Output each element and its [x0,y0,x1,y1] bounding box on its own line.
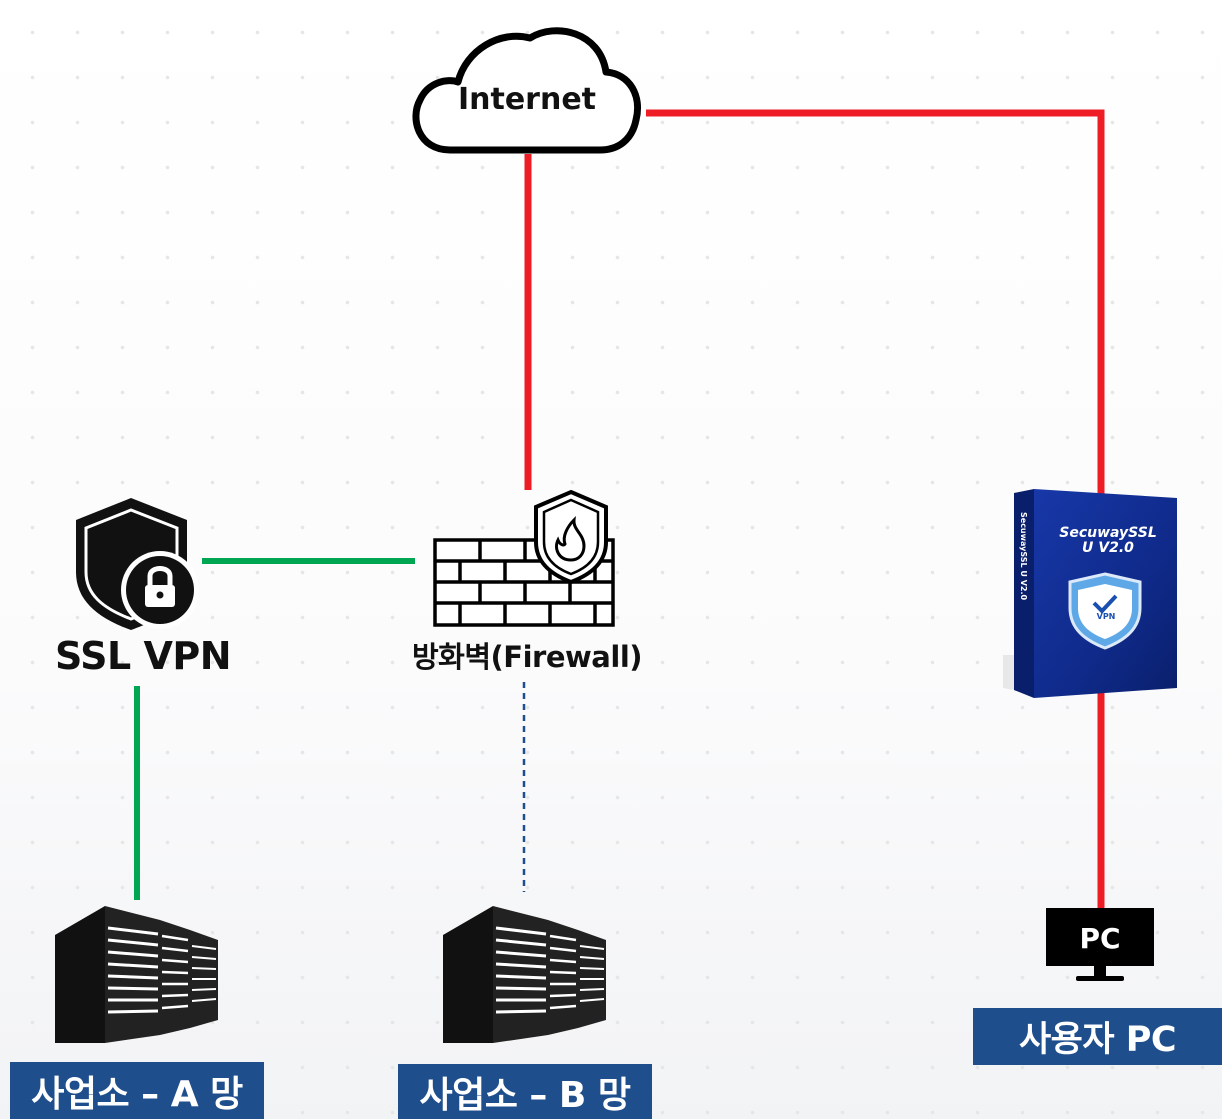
site-b-label: 사업소 – B 망 [398,1064,652,1119]
product-title-line2: U V2.0 [1082,540,1134,556]
ssl-vpn-label: SSL VPN [55,634,232,678]
link-internet-product [646,109,1105,495]
user-pc-label: 사용자 PC [973,1008,1222,1065]
server-rack-icon-a [55,906,218,1043]
server-rack-icon-b [443,906,606,1043]
monitor-icon [1046,908,1154,981]
software-box-icon [1003,489,1177,698]
product-spine-text: SecuwaySSL U V2.0 [1019,512,1028,601]
site-a-label: 사업소 – A 망 [10,1062,264,1119]
product-title: SecuwaySSL U V2.0 [1052,526,1164,556]
shield-lock-icon [76,498,199,630]
internet-label: Internet [457,82,597,117]
product-title-line1: SecuwaySSL [1059,525,1157,541]
pc-screen-text: PC [1079,921,1121,955]
product-vpn-badge: VPN [1096,612,1116,621]
firewall-icon [433,489,615,627]
cloud-icon [412,27,641,154]
firewall-label: 방화벽(Firewall) [412,640,643,674]
